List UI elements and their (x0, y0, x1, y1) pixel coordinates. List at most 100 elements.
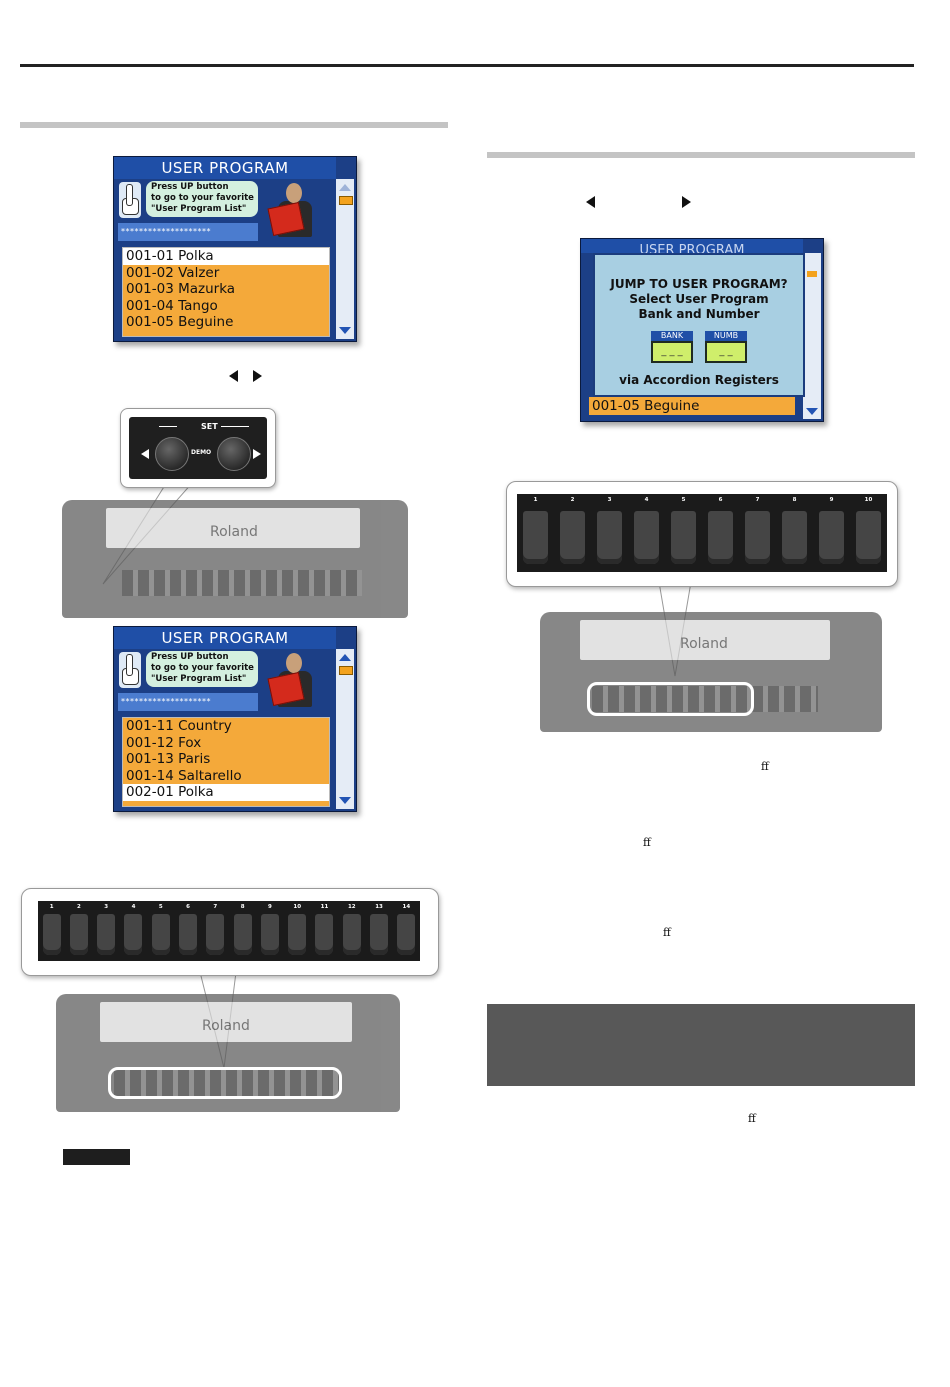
register-highlight (108, 1067, 342, 1099)
demo-label: DEMO (191, 449, 212, 456)
register-button[interactable] (233, 914, 252, 955)
hint-bubble: Press UP button to go to your favorite "… (146, 181, 258, 217)
numb-field[interactable]: _ _ (705, 341, 747, 363)
screen-title: USER PROGRAM (114, 157, 336, 179)
register-button[interactable] (315, 914, 334, 955)
hint-line: to go to your favorite (151, 663, 254, 673)
top-rule (20, 64, 914, 67)
register-button[interactable] (288, 914, 307, 955)
hint-line: "User Program List" (151, 674, 247, 684)
hand-pointer-icon (119, 182, 141, 218)
scroll-down-icon[interactable] (339, 797, 351, 804)
scroll-down-icon[interactable] (806, 408, 818, 415)
scroll-thumb[interactable] (339, 666, 353, 675)
register-number: 6 (718, 497, 723, 503)
scrollbar[interactable] (803, 253, 821, 419)
note-label-bar (63, 1149, 130, 1165)
text-fragment: ff (663, 926, 671, 939)
set-button-panel: SET DEMO (120, 408, 276, 488)
left-arrow-icon (141, 449, 149, 459)
register-number: 11 (320, 904, 329, 910)
register-number: 13 (375, 904, 383, 910)
list-item[interactable]: 001-04 Tango (126, 297, 218, 314)
register-button[interactable] (856, 511, 881, 565)
register-button[interactable] (782, 511, 807, 565)
register-number: 7 (755, 497, 760, 503)
scroll-up-icon[interactable] (339, 184, 351, 191)
register-number: 14 (402, 904, 411, 910)
right-arrow-icon (253, 449, 261, 459)
brand-logo: Roland (202, 1018, 250, 1034)
register-button[interactable] (342, 914, 361, 955)
register-button[interactable] (69, 914, 88, 955)
register-button[interactable] (634, 511, 659, 565)
left-set-button[interactable] (155, 437, 189, 471)
register-button[interactable] (370, 914, 389, 955)
list-item[interactable]: 001-02 Valzer (126, 264, 220, 281)
register-number: 3 (607, 497, 612, 503)
register-button[interactable] (397, 914, 416, 955)
text-fragment: ff (748, 1112, 756, 1125)
right-set-button[interactable] (217, 437, 251, 471)
list-item[interactable]: 001-05 Beguine (589, 397, 795, 415)
register-button[interactable] (597, 511, 622, 565)
bank-field[interactable]: _ _ _ (651, 341, 693, 363)
list-item[interactable]: 001-14 Saltarello (126, 767, 242, 784)
register-number: 1 (533, 497, 538, 503)
register-number: 8 (240, 904, 245, 910)
list-item[interactable]: 001-03 Mazurka (126, 281, 236, 298)
register-number: 4 (131, 904, 136, 910)
section-rule-right (487, 152, 915, 158)
register-button[interactable] (671, 511, 696, 565)
set-label: SET (201, 422, 218, 431)
register-number: 6 (186, 904, 190, 910)
list-item[interactable]: 001-01 Polka (123, 248, 329, 265)
jump-dialog: JUMP TO USER PROGRAM? Select User Progra… (593, 253, 805, 397)
right-arrow-icon (253, 370, 262, 382)
register-button[interactable] (97, 914, 116, 955)
register-button[interactable] (179, 914, 198, 955)
register-button[interactable] (42, 914, 61, 955)
register-button[interactable] (124, 914, 143, 955)
section-rule-left (20, 122, 448, 128)
list-item[interactable]: 001-13 Paris (126, 751, 211, 768)
register-button[interactable] (151, 914, 170, 955)
brand-logo: Roland (680, 636, 728, 652)
scroll-thumb[interactable] (339, 196, 353, 205)
dialog-title: JUMP TO USER PROGRAM? (610, 277, 788, 291)
left-arrow-icon (229, 370, 238, 382)
list-item[interactable]: 001-05 Beguine (126, 314, 234, 331)
register-button[interactable] (560, 511, 585, 565)
list-item[interactable]: 001-12 Fox (126, 734, 202, 751)
hint-line: Press UP button (151, 652, 229, 662)
text-fragment: ff (761, 760, 769, 773)
register-button[interactable] (708, 511, 733, 565)
accordion-player-image (264, 181, 334, 241)
register-button[interactable] (819, 511, 844, 565)
scrollbar[interactable] (336, 649, 354, 809)
register-number: 10 (293, 904, 302, 910)
scroll-down-icon[interactable] (339, 327, 351, 334)
program-list: 001-01 Polka 001-02 Valzer 001-03 Mazurk… (122, 247, 330, 337)
dialog-footer: via Accordion Registers (619, 373, 779, 387)
text-fragment: ff (643, 836, 651, 849)
register-button[interactable] (260, 914, 279, 955)
user-program-screen-2: USER PROGRAM Press UP button to go to yo… (113, 626, 357, 812)
register-button[interactable] (206, 914, 225, 955)
scrollbar[interactable] (336, 179, 354, 339)
accordion-image: Roland (540, 612, 882, 732)
list-item[interactable]: 001-11 Country (126, 718, 232, 734)
register-button[interactable] (523, 511, 548, 565)
register-number: 9 (268, 904, 272, 910)
register-button[interactable] (745, 511, 770, 565)
scroll-thumb[interactable] (807, 271, 817, 277)
hint-bubble: Press UP button to go to your favorite "… (146, 651, 258, 687)
program-name-field: ******************** (118, 223, 258, 241)
bank-label: BANK (651, 331, 693, 341)
register-number: 1 (49, 904, 54, 910)
register-number: 2 (77, 904, 81, 910)
list-item[interactable]: 002-01 Polka (123, 784, 329, 801)
scroll-up-icon[interactable] (339, 654, 351, 661)
